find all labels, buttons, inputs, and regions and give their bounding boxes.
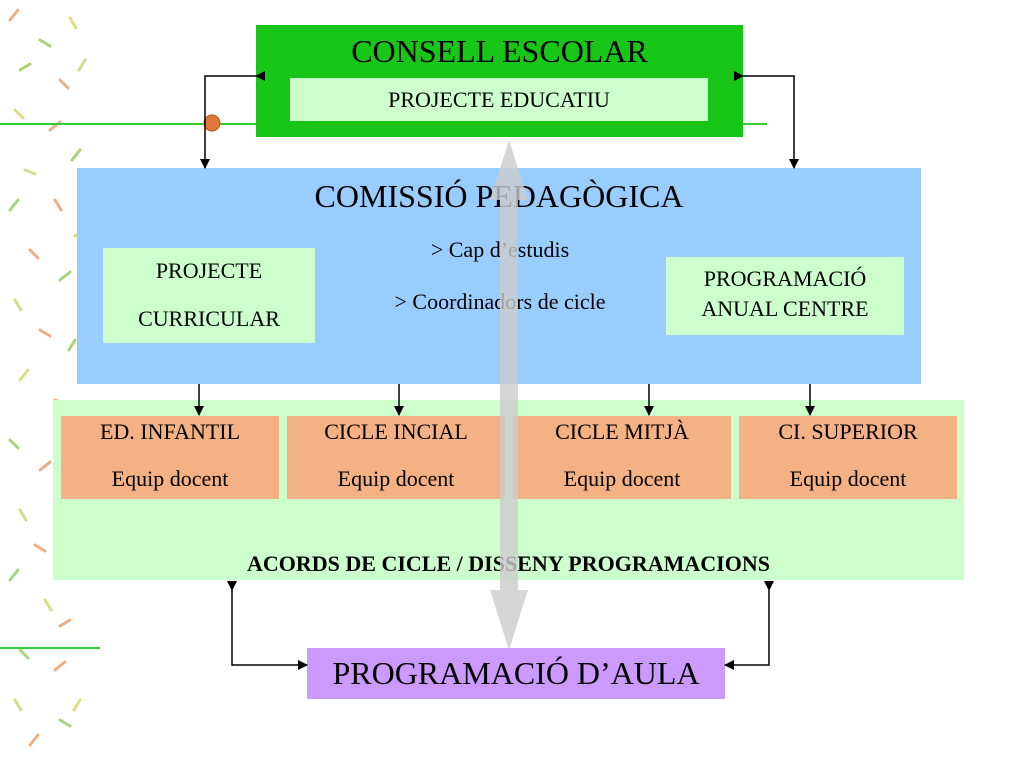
programacio-anual-line1: PROGRAMACIÓ [703, 266, 867, 291]
cicle-name: CICLE MITJÀ [555, 419, 689, 444]
cicle-team: Equip docent [111, 466, 229, 491]
projecte-curricular-box: PROJECTE CURRICULAR [103, 248, 315, 343]
consell-escolar-title: CONSELL ESCOLAR [351, 33, 648, 69]
cicle-box-inicial: CICLE INCIAL Equip docent [287, 416, 505, 499]
programacio-aula-box: PROGRAMACIÓ D’AULA [307, 648, 725, 699]
cicle-name: ED. INFANTIL [99, 419, 241, 444]
cicle-name: CI. SUPERIOR [778, 419, 918, 444]
cicle-team: Equip docent [789, 466, 907, 491]
projecte-educatiu-box: PROJECTE EDUCATIU [290, 78, 708, 121]
arrow-aula-left [227, 581, 308, 670]
arrow-aula-right [724, 581, 774, 670]
orange-dot [203, 114, 221, 132]
arrow-consell-right [734, 71, 799, 169]
cicle-box-mitja: CICLE MITJÀ Equip docent [513, 416, 731, 499]
cicle-box-infantil: ED. INFANTIL Equip docent [61, 416, 279, 499]
projecte-curricular-line1: PROJECTE [155, 258, 263, 283]
decorative-background-pattern [8, 8, 87, 747]
bottom-green-line [0, 647, 100, 649]
arrow-consell-left [200, 71, 265, 169]
programacio-anual-line2: ANUAL CENTRE [701, 296, 869, 321]
big-double-arrow [490, 140, 528, 650]
cicle-name: CICLE INCIAL [324, 419, 468, 444]
cicle-box-superior: CI. SUPERIOR Equip docent [739, 416, 957, 499]
cicle-team: Equip docent [337, 466, 455, 491]
cap-estudis-text: > Cap d’estudis [430, 237, 570, 262]
cicle-team: Equip docent [563, 466, 681, 491]
projecte-curricular-line2: CURRICULAR [138, 306, 280, 331]
programacio-anual-box: PROGRAMACIÓ ANUAL CENTRE [666, 257, 904, 335]
